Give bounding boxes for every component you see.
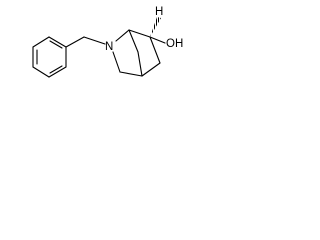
- c1-c6-bond: [128, 29, 151, 38]
- hydroxyl-group-label: OH: [166, 38, 183, 50]
- hydrogen-atom-label: H: [155, 6, 163, 18]
- ring-bond: [32, 66, 50, 78]
- bicyclic-cage: [112, 29, 161, 77]
- structure-canvas: N H OH: [0, 0, 226, 108]
- n-c1-bond: [115, 29, 130, 42]
- ring-bond: [32, 36, 50, 48]
- benzene-ring: [32, 36, 67, 78]
- ring-double-bond: [49, 40, 63, 49]
- c4-bridge-bond: [137, 51, 143, 77]
- n-c3-bond: [112, 51, 121, 73]
- c5-c4-bond: [141, 62, 161, 77]
- c6-c5-bond: [149, 36, 161, 64]
- ring-bond: [48, 36, 67, 48]
- nitrogen-atom-label: N: [105, 41, 113, 53]
- aryl-ch2-bond: [65, 36, 85, 48]
- ch2-n-bond: [83, 36, 106, 45]
- c1-c4-bridge-bond: [128, 29, 139, 53]
- c3-c4-bond: [119, 71, 143, 77]
- hashed-wedge-bond: [150, 17, 161, 37]
- molecule-drawing: N H OH: [32, 6, 183, 78]
- ring-double-bond: [49, 65, 63, 74]
- ring-bond: [48, 66, 67, 78]
- c-oh-bond: [149, 36, 166, 44]
